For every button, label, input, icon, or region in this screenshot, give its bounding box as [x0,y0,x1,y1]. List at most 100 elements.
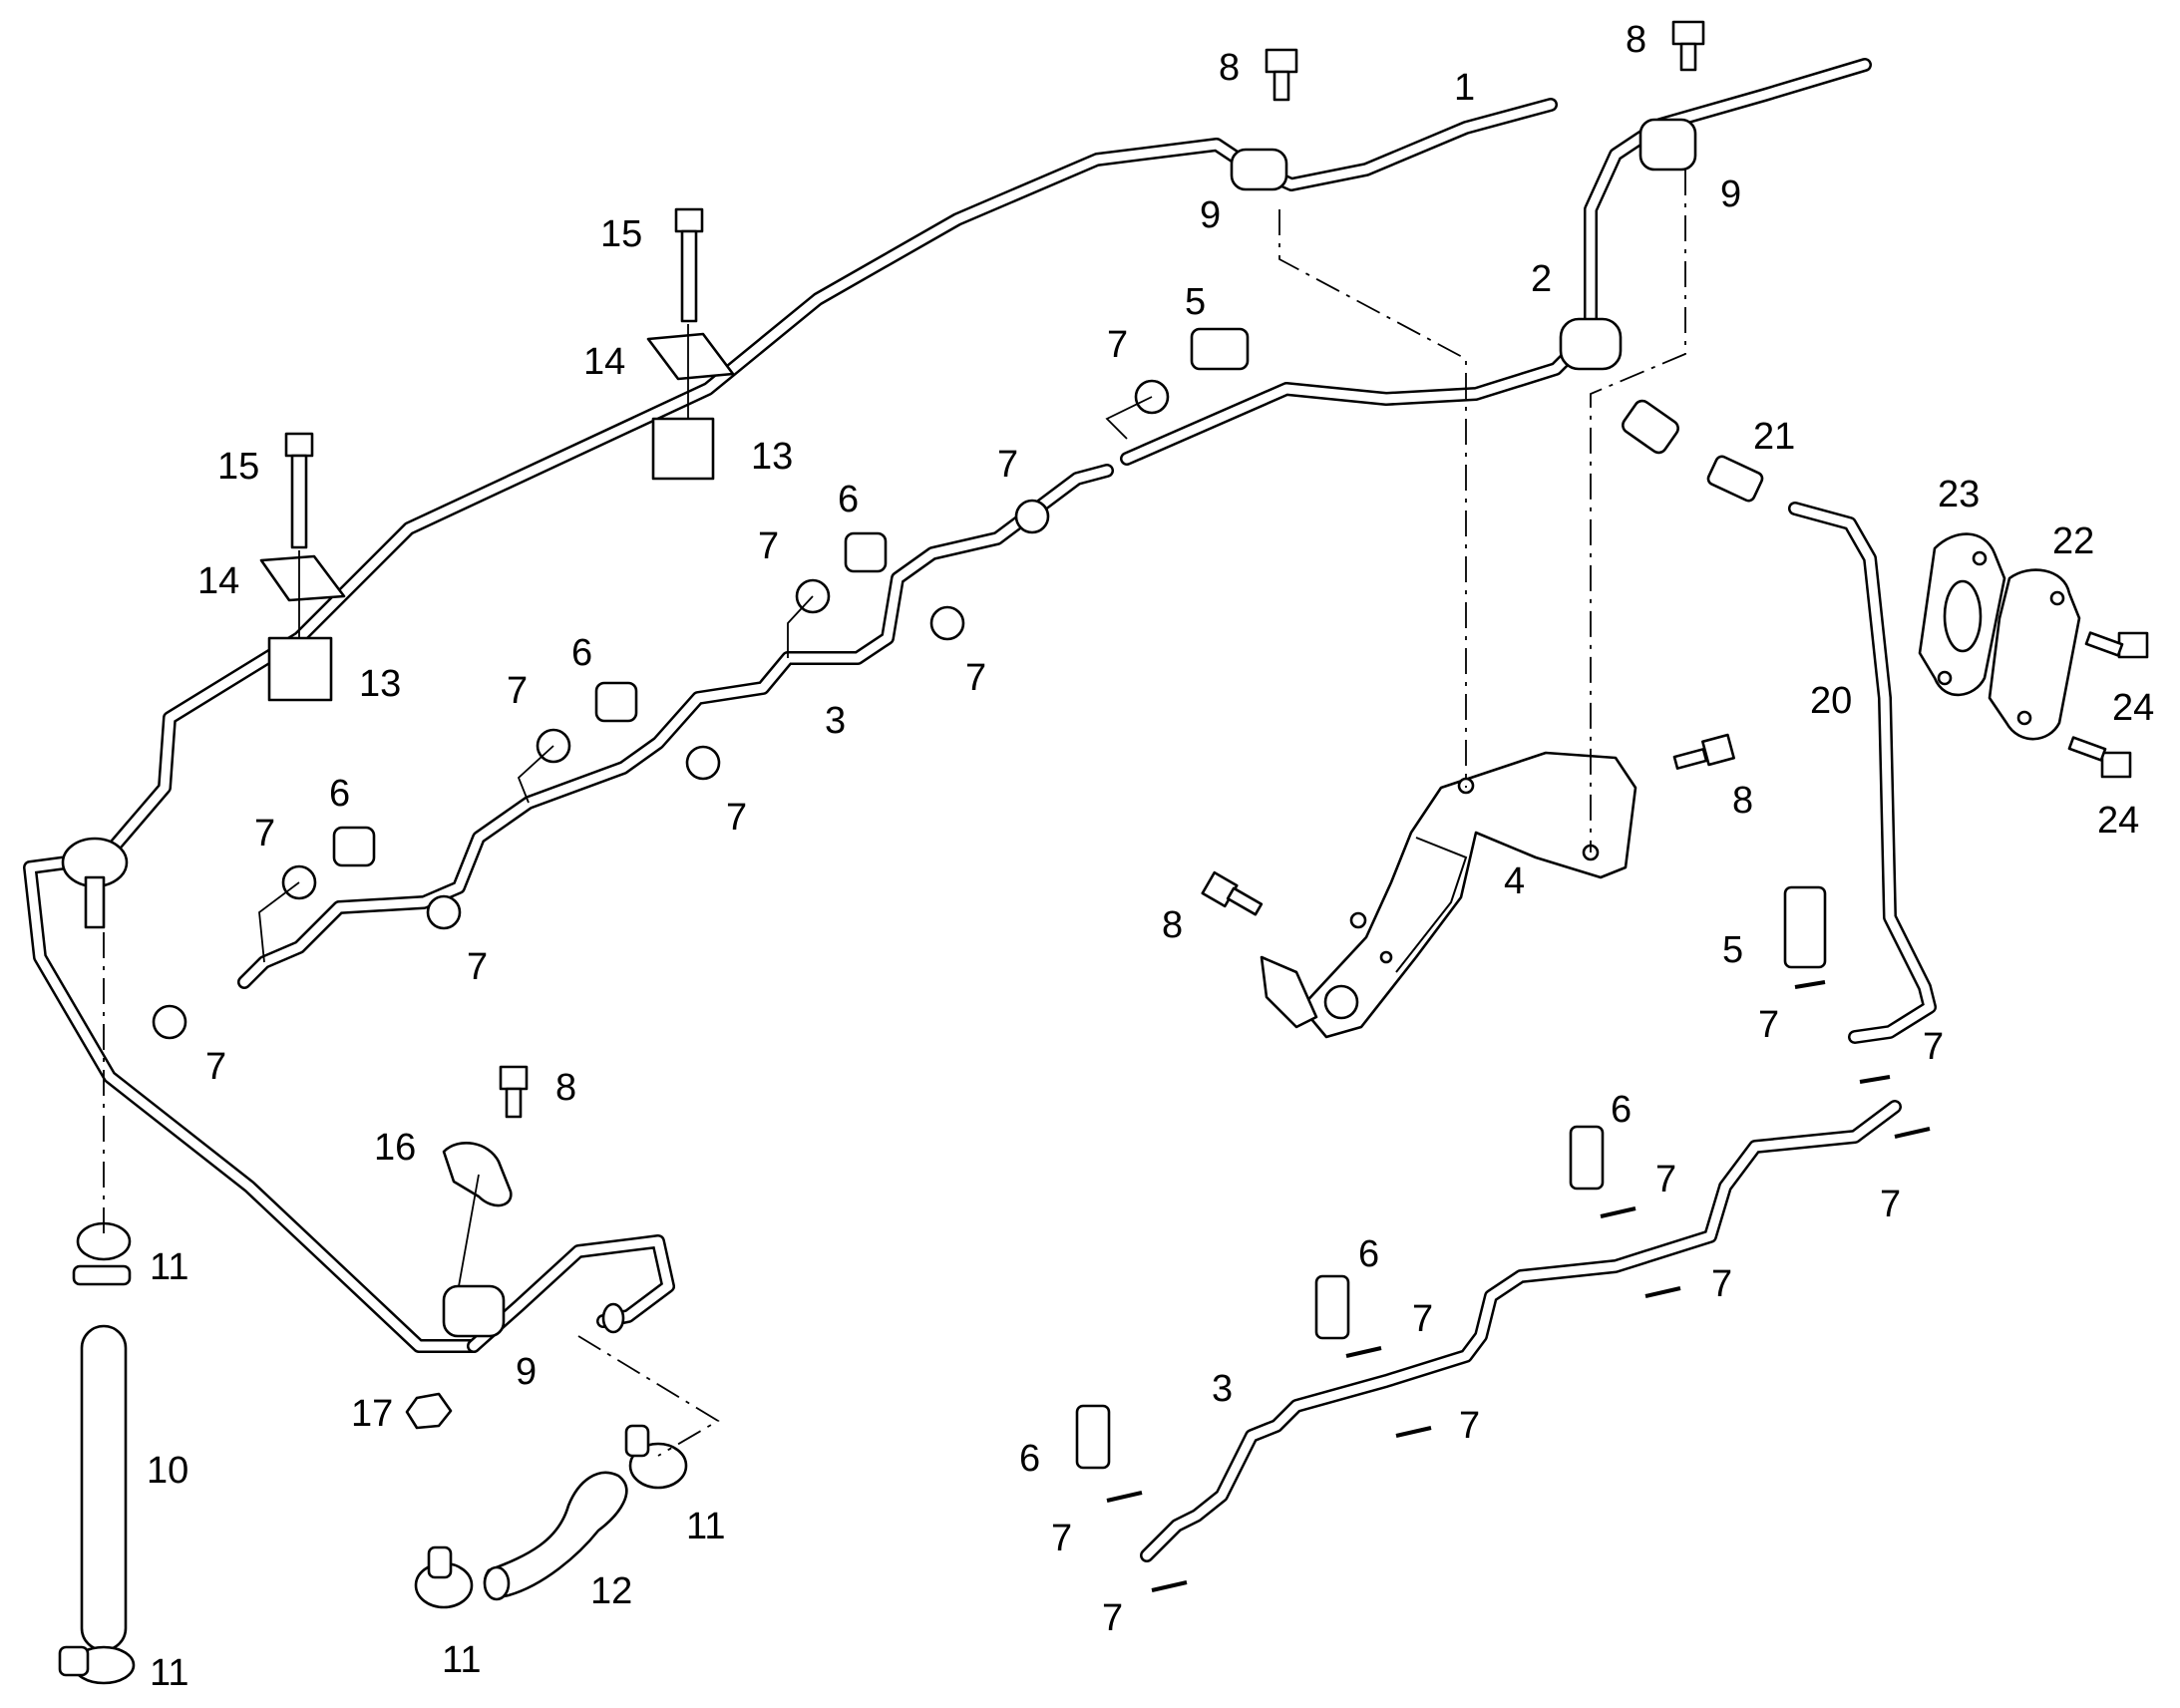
callout-1: 1 [1454,67,1475,109]
cover-plate-22-hole-bottom [2016,710,2032,726]
callout-7-l: 7 [1880,1184,1901,1225]
banjo-bolt-6-f [1075,1404,1111,1470]
callout-8-a: 8 [1219,47,1240,89]
callout-7-r: 7 [1102,1597,1123,1639]
seal-rings-7-upper [152,379,1170,1040]
hose-clamp-11-lower [58,1645,136,1685]
callout-7-k: 7 [1923,1026,1944,1068]
bolt-8-top-right [1671,20,1705,72]
callout-24-b: 24 [2097,800,2139,842]
hose-clamp-11-upper [72,1221,132,1286]
callout-11-a: 11 [150,1246,188,1288]
seal-ticks-7-lower [1106,980,1931,1592]
callout-2: 2 [1531,258,1552,300]
callout-7-i: 7 [205,1046,226,1088]
callout-15-b: 15 [217,446,259,488]
gasket-23-bore [1943,579,1983,653]
banjo-bolt-5-bottom [1783,885,1827,969]
callout-7-j: 7 [1758,1004,1779,1046]
callout-7-n: 7 [1711,1263,1732,1305]
adapter-21 [1706,455,1764,503]
callout-24-a: 24 [2112,687,2154,729]
callout-22: 22 [2052,520,2094,562]
return-line-1 [23,98,1558,1353]
callout-7-f: 7 [726,797,747,839]
clamp-block-13-upper [651,417,715,481]
clamp-9-bottom [442,1284,506,1338]
clamp-block-13-lower [267,636,333,702]
callout-13-b: 13 [359,663,401,705]
callout-14-a: 14 [583,341,625,383]
callout-14-b: 14 [197,560,239,602]
bolt-8-bracket [1672,733,1735,770]
callout-21: 21 [1753,416,1795,458]
leak-off-line-3-upper [237,464,1114,989]
callout-3-upper: 3 [825,700,846,742]
callout-12: 12 [590,1570,632,1612]
banjo-bolt-5-top [1190,327,1250,371]
callout-8-d: 8 [1162,904,1183,946]
callout-10: 10 [147,1450,188,1492]
callout-6-b: 6 [571,632,592,674]
bracket-4-eye [1323,984,1359,1020]
callout-6-a: 6 [838,479,859,520]
callout-13-a: 13 [751,436,793,478]
cover-plate-22 [1988,568,2081,741]
banjo-bolt-6-e [1314,1274,1350,1340]
callout-8-c: 8 [1732,780,1753,822]
bracket-4-hole-c [1349,911,1367,929]
callout-16: 16 [374,1127,416,1169]
bracket-4 [1299,751,1637,1039]
gasket-23-hole-bottom [1937,670,1953,686]
bracket-4-rib [1395,837,1468,973]
clamp-9-top-right [1638,118,1697,171]
supply-line-20 [1788,502,1937,1044]
cover-plate-22-hole-top [2049,590,2065,606]
tee-fitting-left-stem [84,875,106,929]
callout-9-b: 9 [1720,173,1741,215]
callout-8-e: 8 [555,1067,576,1109]
bracket-4-hole-d [1379,950,1393,964]
callout-6-d: 6 [1611,1089,1632,1131]
callout-17: 17 [351,1393,393,1435]
hose-10 [80,1324,128,1652]
callout-7-g: 7 [254,813,275,854]
bolt-8-top-left [1265,48,1298,102]
bolt-15-lower [284,432,314,549]
bolt-15-upper [674,207,704,323]
banjo-bolt-6-c [332,826,376,867]
callout-3-lower: 3 [1212,1368,1233,1410]
hose-12 [483,1471,628,1598]
callout-23: 23 [1938,474,1980,515]
callout-6-c: 6 [329,773,350,815]
callout-15-a: 15 [600,213,642,255]
washer-14-lower [259,554,346,602]
callout-20: 20 [1810,680,1852,722]
banjo-bolt-6-a [844,531,888,573]
union-nut [1622,399,1679,455]
gasket-23-hole-top [1972,550,1988,566]
callout-7-p: 7 [1459,1405,1480,1447]
callout-7-d: 7 [965,657,986,699]
callout-9-c: 9 [516,1351,537,1393]
callout-9-a: 9 [1200,194,1221,236]
callout-7-o: 7 [1412,1298,1433,1340]
clamp-16 [442,1142,513,1207]
bolt-24-lower [2067,736,2132,779]
callout-7-m: 7 [1655,1159,1676,1200]
bolt-8-clip [499,1065,529,1119]
hose-clamp-11-left [414,1545,474,1609]
callout-5-lower: 5 [1722,929,1743,971]
callout-7-c: 7 [758,525,779,567]
callout-11-b: 11 [150,1652,188,1694]
callout-4: 4 [1504,860,1525,902]
bolt-24-upper [2084,631,2149,659]
hose-9-end [601,1302,625,1334]
leader-lines [103,170,1686,1457]
banjo-bolt-6-d [1569,1125,1605,1191]
callout-8-b: 8 [1626,19,1646,61]
clamp-9-top-left [1230,148,1288,191]
callout-6-f: 6 [1019,1438,1040,1480]
tee-fitting-2 [1559,317,1623,371]
